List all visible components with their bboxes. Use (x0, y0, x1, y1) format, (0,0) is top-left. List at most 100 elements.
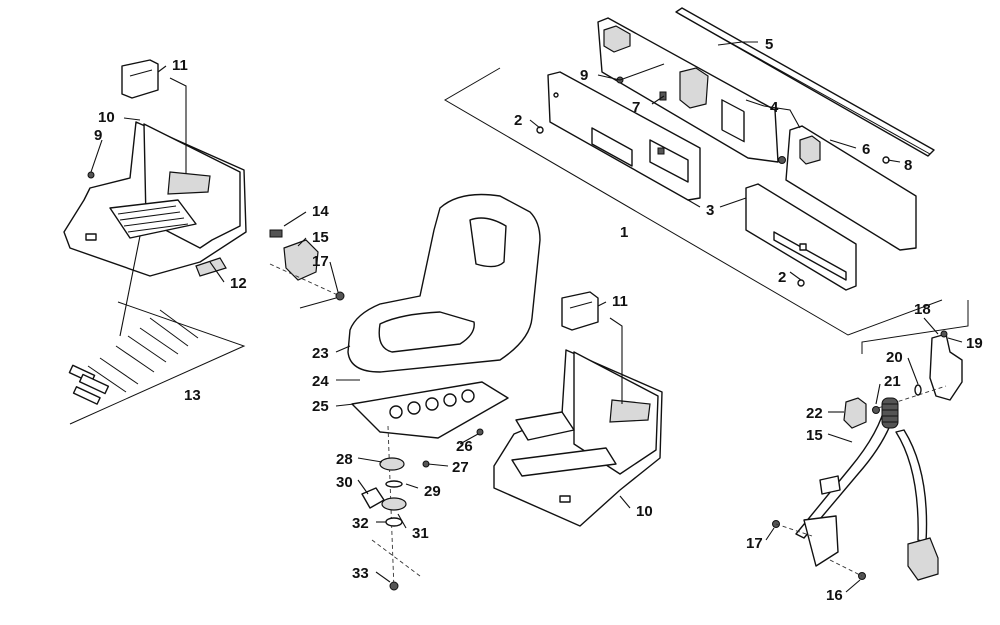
callout-2-upper: 2 (514, 112, 522, 129)
part-22-cover (843, 397, 867, 429)
callout-33: 33 (352, 565, 369, 582)
callout-8: 8 (904, 157, 912, 174)
part-10-right-opening (609, 399, 651, 423)
callout-23: 23 (312, 345, 329, 362)
part-10-opening (167, 171, 211, 195)
leader-15b (827, 433, 853, 443)
part-31-plate (381, 497, 407, 511)
leader-31 (397, 513, 407, 529)
belt-slide (819, 475, 841, 495)
tool-tray-area (109, 199, 197, 239)
belt-buckle (907, 537, 939, 581)
part-10-right-tab (559, 495, 571, 503)
callout-18: 18 (914, 301, 931, 318)
left-storage-tray-assembly: 11 10 9 12 13 (63, 57, 247, 425)
leader-29 (405, 483, 419, 489)
callout-20: 20 (886, 349, 903, 366)
part-13-tool-kit (68, 309, 199, 405)
seat-back-panel (469, 217, 507, 268)
callout-30: 30 (336, 474, 353, 491)
leader-17b (765, 527, 775, 541)
leader-12 (209, 261, 225, 283)
callout-19: 19 (966, 335, 983, 352)
callout-17-seat: 17 (312, 253, 329, 270)
callout-3: 3 (706, 202, 714, 219)
group-18-bracket (861, 300, 969, 354)
callout-11-left: 11 (172, 57, 188, 74)
part-3-cutout (591, 127, 633, 167)
callout-17-belt: 17 (746, 535, 763, 552)
leader-21 (875, 383, 881, 405)
back-panel-assembly: 5 9 7 4 2 3 1 6 8 2 (444, 7, 943, 336)
part-3-lower-slot (773, 231, 847, 281)
group-13-bracket (69, 301, 246, 425)
callout-12: 12 (230, 275, 247, 292)
nut-17-icon (335, 291, 345, 301)
callout-9-top: 9 (580, 67, 588, 84)
part-3-lower-latch (799, 243, 807, 251)
callout-21: 21 (884, 373, 901, 390)
callout-1: 1 (620, 224, 628, 241)
part-12-bracket (195, 257, 227, 277)
leader-28 (357, 457, 383, 463)
leader-2b (789, 271, 802, 281)
screw-26-icon (476, 428, 484, 436)
base-plate-holes (389, 389, 475, 419)
leader-20 (907, 357, 919, 385)
belt-lower-anchor-plate (803, 515, 839, 567)
part-10-tab (85, 233, 97, 241)
tool-kit-stowed (117, 205, 189, 233)
callout-24: 24 (312, 373, 329, 390)
right-storage-tray-assembly: 11 10 (493, 291, 663, 527)
part-4-bracket-left (603, 25, 631, 53)
leader-9a (90, 139, 103, 173)
callout-10-right: 10 (636, 503, 653, 520)
leader-11a-2 (169, 77, 187, 174)
part-11-cover-left (121, 59, 159, 99)
belt-retractor-boot (881, 397, 899, 429)
leader-19 (947, 337, 963, 343)
leader-11b-2 (609, 317, 623, 404)
callout-9-left: 9 (94, 127, 102, 144)
group-1-bracket (444, 67, 943, 336)
callout-26: 26 (456, 438, 473, 455)
part-29-spring (385, 480, 403, 488)
leader-17a (329, 261, 339, 293)
callout-15-belt: 15 (806, 427, 823, 444)
leader-9b-2 (619, 63, 665, 81)
callout-5: 5 (765, 36, 773, 53)
callout-14: 14 (312, 203, 329, 220)
leader-33 (375, 571, 391, 583)
leader-9b (597, 74, 621, 81)
leader-30 (357, 479, 369, 495)
part-3-latch (657, 147, 665, 155)
callout-6: 6 (862, 141, 870, 158)
part-15-belt-lower (895, 429, 928, 543)
callout-7: 7 (632, 99, 640, 116)
leader-11b (597, 301, 607, 307)
leader-4b (745, 99, 765, 107)
screw-9-left-icon (87, 171, 95, 179)
clip-7-icon (659, 91, 667, 101)
nut-6-icon (778, 156, 786, 164)
callout-27: 27 (452, 459, 469, 476)
callout-4: 4 (770, 99, 779, 116)
leader-25 (335, 403, 355, 407)
callout-13: 13 (184, 387, 201, 404)
part-4-lower-bracket (799, 135, 821, 165)
leader-6 (829, 139, 857, 149)
part-4-bracket-mid (679, 67, 709, 109)
bolt-19-icon (940, 330, 948, 338)
hole (553, 92, 559, 98)
leader-27 (427, 463, 449, 467)
leader-10b (619, 495, 631, 509)
part-5-rail (675, 7, 935, 157)
leader-26 (459, 433, 479, 445)
leader-3b (687, 199, 701, 208)
seat-assembly: 14 15 17 23 24 25 26 27 28 29 30 31 32 3… (269, 193, 541, 591)
leader-4 (763, 105, 801, 129)
callout-11-right: 11 (612, 293, 628, 310)
part-10-right-floor (511, 447, 617, 477)
leader-18 (923, 317, 939, 335)
